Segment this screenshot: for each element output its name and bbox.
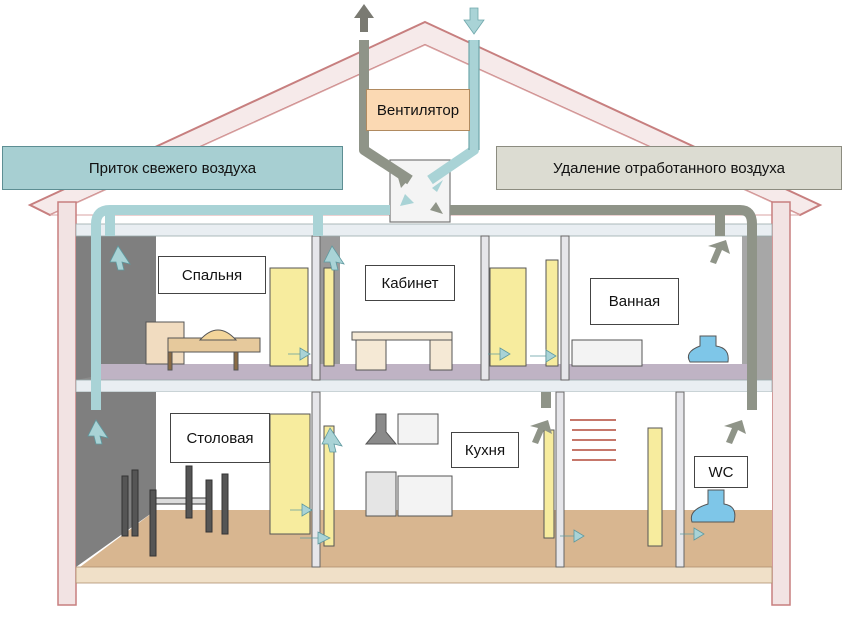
- upper-floor-surface: [100, 364, 750, 380]
- toilet-icon: [687, 335, 729, 363]
- exhaust-arrows: [530, 240, 746, 444]
- room-label-office: Кабинет: [365, 265, 455, 301]
- fresh-air-ducts: [91, 40, 479, 410]
- supply-air-banner: Приток свежего воздуха: [2, 146, 343, 190]
- door-wc: [647, 427, 663, 547]
- bathroom-fixtures: [571, 335, 729, 367]
- supply-arrows: [87, 245, 705, 545]
- right-outer-wall: [771, 201, 791, 606]
- door-kitchen: [323, 425, 335, 547]
- stove-icon: [365, 471, 397, 517]
- door-dining: [269, 413, 311, 535]
- door-office-left: [323, 267, 335, 367]
- exhaust-ducts: [359, 40, 757, 410]
- range-hood-icon: [364, 413, 398, 445]
- upper-floor: [75, 236, 773, 393]
- fresh-intake-arrow: [463, 7, 485, 35]
- ventilator-label: Вентилятор: [366, 89, 470, 131]
- room-label-kitchen: Кухня: [451, 432, 519, 468]
- door-hall: [543, 429, 555, 539]
- room-label-dining: Столовая: [170, 413, 270, 463]
- attic-floor: [75, 223, 773, 237]
- wc-toilet-icon: [690, 489, 736, 523]
- office-furniture: [351, 331, 453, 371]
- lower-interior-walls: [311, 391, 685, 568]
- lower-floor-surface: [80, 510, 772, 567]
- left-outer-wall: [57, 201, 77, 606]
- room-label-wc: WC: [694, 456, 748, 488]
- bedroom-furniture: [145, 321, 261, 371]
- exhaust-air-banner: Удаление отработанного воздуха: [496, 146, 842, 190]
- kitchen-fixtures: [364, 413, 453, 517]
- doors: [269, 259, 663, 547]
- sink-icon: [397, 475, 453, 517]
- exchanger-arrows: [397, 174, 443, 214]
- dining-furniture: [121, 465, 229, 557]
- door-bath: [545, 259, 559, 367]
- room-label-bathroom: Ванная: [590, 278, 679, 325]
- room-label-bedroom: Спальня: [158, 256, 266, 294]
- exhaust-outlet-arrow: [354, 4, 374, 32]
- door-office-right: [489, 267, 527, 367]
- staircase-icon: [570, 419, 616, 461]
